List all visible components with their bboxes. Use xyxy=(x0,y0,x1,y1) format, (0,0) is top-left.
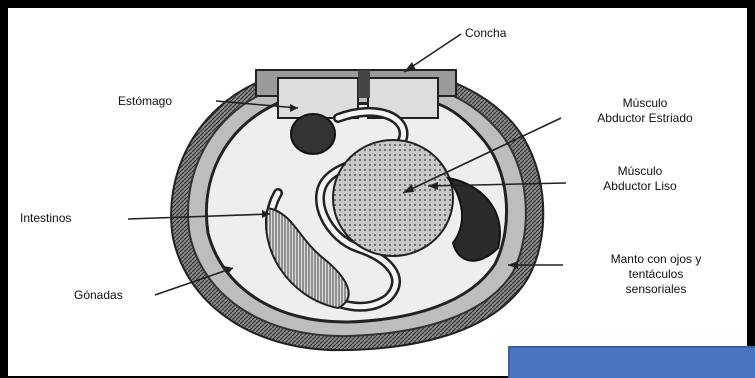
blue-panel xyxy=(508,346,755,378)
stomach-organ xyxy=(291,114,335,154)
label-intestinos: Intestinos xyxy=(20,211,71,226)
label-concha: Concha xyxy=(465,26,506,41)
diagram-canvas: Concha Estómago Músculo Abductor Estriad… xyxy=(8,8,747,376)
label-musculo-estriado: Músculo Abductor Estriado xyxy=(570,96,720,126)
striated-adductor-muscle xyxy=(333,140,453,256)
label-musculo-liso: Músculo Abductor Liso xyxy=(580,164,700,194)
label-manto: Manto con ojos y tentáculos sensoriales xyxy=(576,252,736,297)
label-gonadas: Gónadas xyxy=(74,288,123,303)
label-estomago: Estómago xyxy=(118,94,172,109)
